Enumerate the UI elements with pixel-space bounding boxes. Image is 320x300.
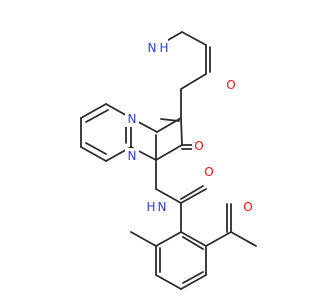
bond: [205, 231, 232, 247]
bond: [160, 118, 180, 122]
amide-oxygen-lower: O: [204, 165, 213, 179]
amide-nitrogen-lower-hydrogen: H: [146, 200, 155, 214]
bond: [155, 188, 182, 204]
bond-lines: [80, 31, 257, 290]
amide-nitrogen-top: N: [148, 41, 157, 55]
atom-labels: N H O N O N O H N O: [125, 39, 255, 216]
bond: [180, 188, 207, 204]
amide-oxygen-top: O: [226, 78, 235, 92]
bond: [180, 231, 207, 247]
bond: [155, 144, 183, 161]
ring-nitrogen-lower: N: [128, 149, 137, 163]
bond: [182, 236, 204, 250]
bond: [85, 142, 107, 155]
ring-nitrogen-upper: N: [128, 112, 137, 126]
bond: [180, 274, 207, 290]
amide-nitrogen-top-hydrogen: H: [159, 41, 168, 55]
bond: [180, 73, 207, 90]
structure-svg: N H O N O N O H N O: [80, 31, 257, 290]
bond: [155, 231, 182, 247]
molecule-diagram: N H O N O N O H N O: [80, 31, 257, 290]
bond: [181, 31, 207, 46]
ketone-oxygen: O: [243, 200, 252, 214]
amide-nitrogen-lower: N: [158, 200, 167, 214]
bond: [85, 109, 109, 123]
bond: [130, 231, 157, 247]
bond: [182, 271, 204, 284]
bond: [180, 117, 183, 146]
ring-oxygen: O: [194, 139, 203, 153]
bond: [80, 146, 107, 162]
bond: [155, 274, 182, 290]
bond: [180, 185, 204, 200]
bond: [230, 231, 257, 247]
bond: [80, 103, 107, 119]
